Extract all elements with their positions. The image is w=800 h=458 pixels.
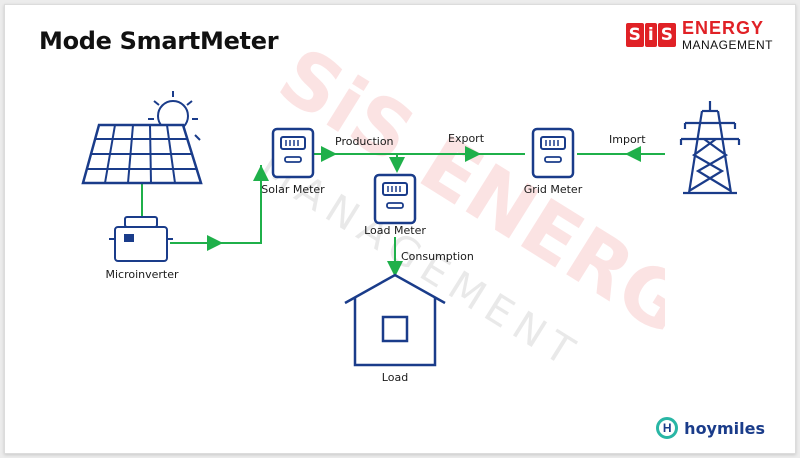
power-tower-icon (679, 101, 741, 195)
brand-mark: S i S (625, 23, 676, 47)
solar-panel-icon (81, 91, 203, 185)
consumption-label: Consumption (401, 250, 474, 263)
hoymiles-text: hoymiles (684, 418, 765, 438)
import-label: Import (609, 133, 646, 146)
brand-logo: S i S ENERGY MANAGEMENT (625, 19, 773, 51)
brand-mark-letter: S (625, 23, 644, 47)
export-label: Export (448, 132, 485, 145)
house-icon (344, 273, 446, 367)
brand-line1: ENERGY (681, 18, 765, 38)
slide: Mode SmartMeter S i S ENERGY MANAGEMENT … (4, 4, 796, 454)
grid-meter-label: Grid Meter (523, 183, 583, 196)
brand-text: ENERGY MANAGEMENT (682, 19, 773, 51)
hoymiles-logo: H hoymiles (656, 417, 765, 439)
flow-diagram (81, 91, 741, 367)
solar-meter-label: Solar Meter (261, 183, 325, 196)
load-meter-icon (373, 173, 417, 225)
brand-mark-letter: i (644, 23, 657, 47)
microinverter-label: Microinverter (105, 268, 179, 281)
hoymiles-icon: H (656, 417, 679, 439)
flow-lines (141, 146, 665, 277)
load-label: Load (381, 371, 409, 384)
brand-line2: MANAGEMENT (681, 38, 773, 52)
solar-meter-icon (271, 127, 315, 179)
grid-meter-icon (531, 127, 575, 179)
inverter-to-solar-meter-line (170, 165, 262, 244)
page-title: Mode SmartMeter (39, 27, 279, 55)
production-label: Production (335, 135, 394, 148)
microinverter-icon (109, 216, 173, 262)
load-meter-label: Load Meter (364, 224, 426, 237)
brand-mark-letter: S (657, 23, 676, 47)
